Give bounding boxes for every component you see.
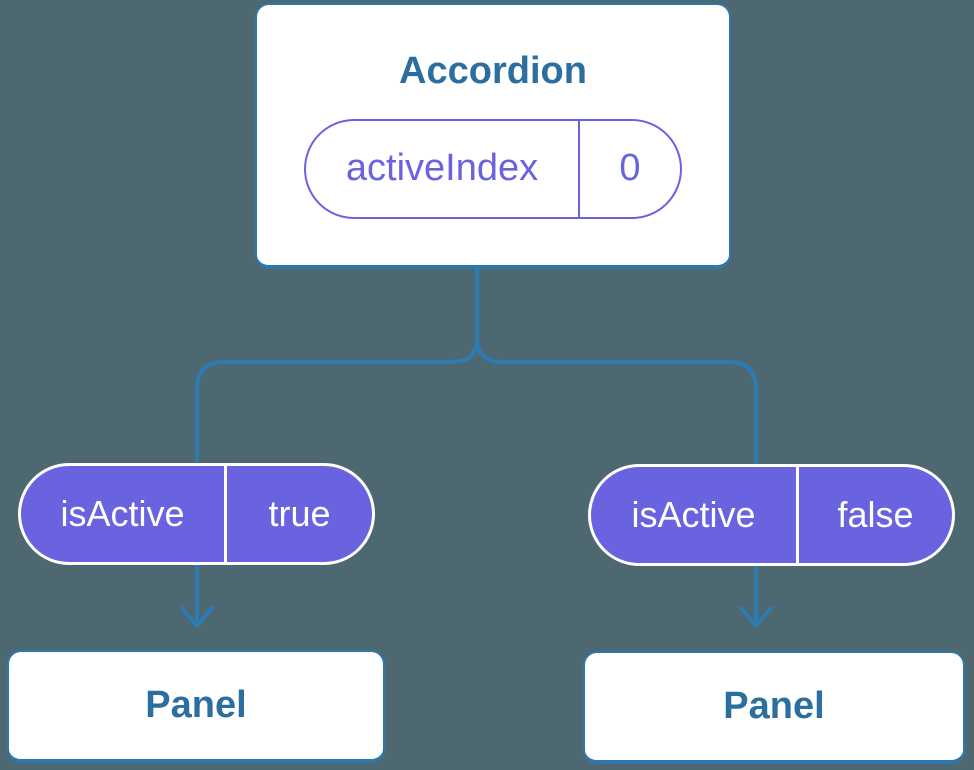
component-title: Panel [723,685,825,727]
prop-pill-true: isActive true [18,463,375,565]
state-name-label: activeIndex [306,120,580,217]
arrow-down-icon [180,606,214,628]
prop-value-label: true [268,493,331,534]
panel-card-right: Panel [583,651,965,764]
component-title: Accordion [399,50,587,92]
panel-card-left: Panel [7,650,385,763]
prop-value-label: false [837,494,914,535]
accordion-card: Accordion activeIndex 0 [255,3,731,269]
prop-pill-false: isActive false [588,464,955,566]
state-pill: activeIndex 0 [304,118,682,219]
component-title: Panel [145,684,247,726]
prop-name-label: isActive [21,466,227,562]
prop-name-label: isActive [591,467,799,563]
state-value-label: 0 [619,147,641,190]
connector-branch-right [475,336,758,622]
connector-branch-left [195,336,479,622]
arrow-down-icon [739,606,773,628]
